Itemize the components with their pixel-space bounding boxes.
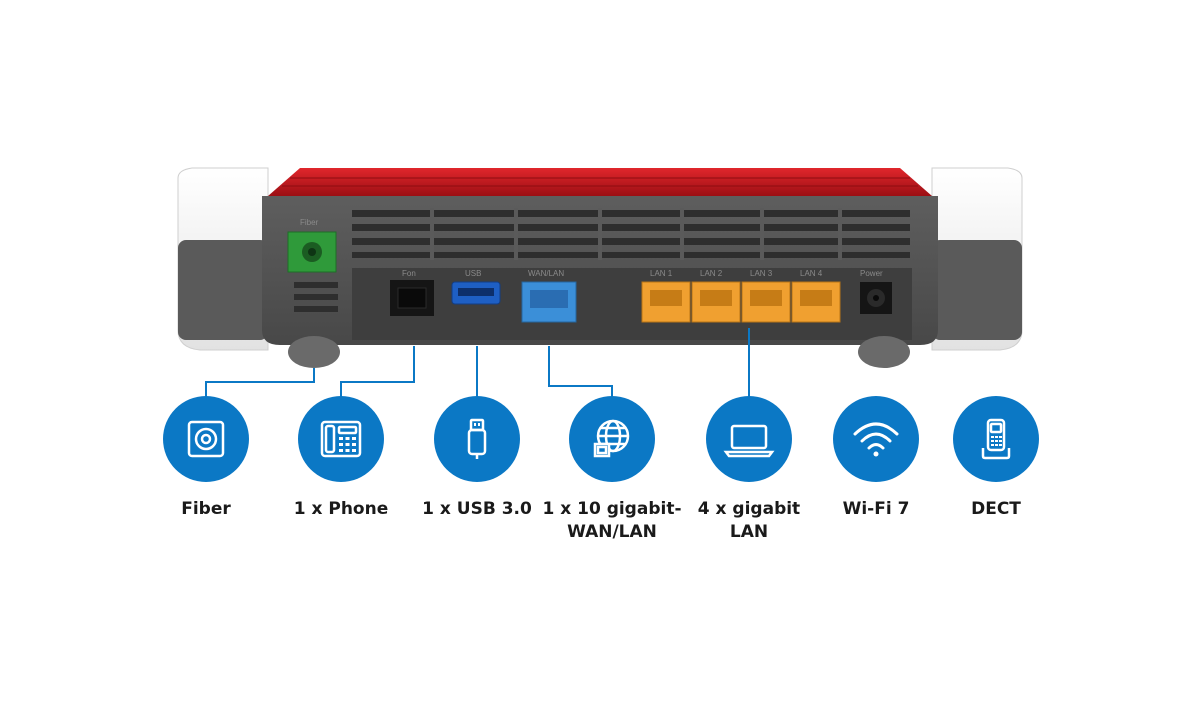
router-back-view: Fiber Fon USB WAN/LAN LAN 1 LAN 2 LAN 3 … [177,167,1023,398]
dect-handset-icon [953,396,1039,482]
feature-label: 1 x 10 gigabit- WAN/LAN [542,499,682,542]
right-cap-gray [932,240,1022,340]
power-port-text: Power [860,269,883,278]
feature-label: Fiber [181,499,231,519]
lan3-port-text: LAN 3 [750,269,773,278]
fiber-port-text: Fiber [300,218,319,227]
lan-ports [641,281,841,323]
feature-fiber: Fiber [126,396,286,521]
feature-label: DECT [971,499,1021,519]
feature-wifi: Wi-Fi 7 [796,396,956,521]
feature-lan: 4 x gigabit LAN [669,396,829,544]
right-foot [858,336,910,368]
fiber-port-icon [163,396,249,482]
left-cap-gray [178,240,268,340]
vent-grille [352,210,910,258]
feature-label: 1 x Phone [293,499,389,519]
wifi-icon [833,396,919,482]
feature-label: 1 x USB 3.0 [422,499,532,519]
connector-lines [205,328,750,398]
left-foot [288,336,340,368]
lan2-port-text: LAN 2 [700,269,723,278]
feature-phone: 1 x Phone [261,396,421,521]
wan-port-text: WAN/LAN [528,269,564,278]
feature-usb: 1 x USB 3.0 [397,396,557,521]
red-top-housing [268,168,932,196]
usb-port-text: USB [465,269,481,278]
feature-label: 4 x gigabit LAN [697,499,801,542]
phone-port-text: Fon [402,269,416,278]
lan1-port-text: LAN 1 [650,269,673,278]
globe-lan-icon [569,396,655,482]
feature-dect: DECT [916,396,1076,521]
feature-wan-lan: 1 x 10 gigabit- WAN/LAN [532,396,692,544]
phone-icon [298,396,384,482]
laptop-icon [706,396,792,482]
feature-label: Wi-Fi 7 [842,499,910,519]
lan4-port-text: LAN 4 [800,269,823,278]
usb-icon [434,396,520,482]
